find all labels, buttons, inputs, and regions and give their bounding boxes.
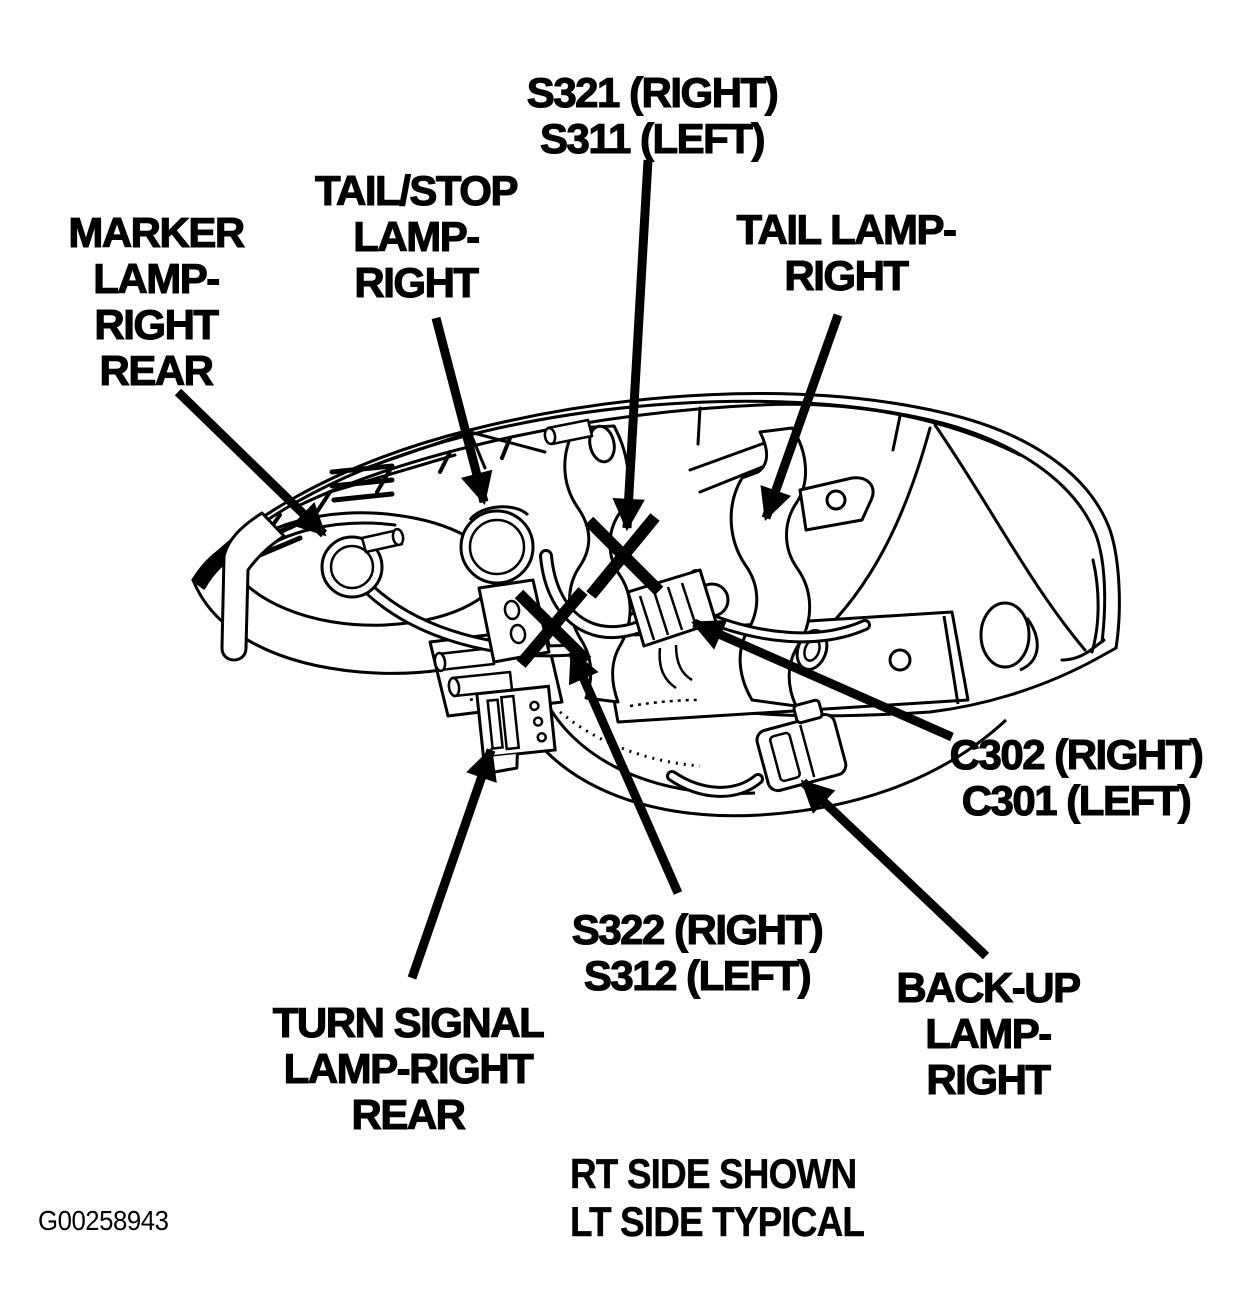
label-connector-c302: C302 (RIGHT) C301 (LEFT)	[949, 731, 1204, 824]
label-backup-lamp: BACK-UP LAMP- RIGHT	[896, 964, 1082, 1103]
label-tail-stop-lamp: TAIL/STOP LAMP- RIGHT	[314, 167, 519, 306]
label-line: S311 (LEFT)	[539, 115, 766, 162]
label-line: MARKER	[68, 209, 246, 256]
side-note-line: LT SIDE TYPICAL	[570, 1198, 865, 1245]
label-tail-lamp: TAIL LAMP- RIGHT	[736, 206, 958, 299]
label-line: RIGHT	[926, 1056, 1052, 1103]
marker-socket	[320, 527, 405, 599]
label-line: C302 (RIGHT)	[949, 731, 1204, 778]
label-line: TURN SIGNAL	[272, 999, 545, 1046]
label-line: LAMP-RIGHT	[283, 1045, 534, 1092]
leader-arrow-splice-s321	[612, 159, 653, 532]
label-marker-lamp: MARKER LAMP- RIGHT REAR	[68, 209, 246, 394]
label-line: RIGHT	[784, 252, 910, 299]
label-line: TAIL/STOP	[314, 167, 519, 214]
label-line: LAMP-	[925, 1010, 1053, 1057]
label-line: RIGHT	[94, 301, 220, 348]
label-splice-s322: S322 (RIGHT) S312 (LEFT)	[571, 906, 824, 999]
leader-arrow-backup-lamp	[799, 778, 990, 960]
turn-signal-connector	[475, 684, 557, 775]
side-note: RT SIDE SHOWN LT SIDE TYPICAL	[570, 1150, 865, 1246]
label-line: S312 (LEFT)	[583, 952, 812, 999]
side-note-line: RT SIDE SHOWN	[570, 1150, 858, 1197]
leader-arrow-tail-stop-lamp	[431, 316, 493, 506]
label-line: TAIL LAMP-	[736, 206, 958, 253]
figure-id: G00258943	[38, 1205, 169, 1236]
leader-arrow-turn-signal-lamp	[407, 746, 497, 980]
label-line: REAR	[99, 347, 215, 394]
label-line: LAMP-	[353, 213, 481, 260]
leader-arrow-splice-s322	[567, 649, 683, 895]
label-line: REAR	[351, 1091, 467, 1138]
leader-arrow-connector-c302	[691, 618, 954, 742]
leader-arrows	[174, 159, 990, 980]
mounting-rod	[220, 511, 286, 662]
label-splice-s321: S321 (RIGHT) S311 (LEFT)	[526, 69, 779, 162]
label-turn-signal-lamp: TURN SIGNAL LAMP-RIGHT REAR	[272, 999, 545, 1138]
label-line: S322 (RIGHT)	[571, 906, 824, 953]
leader-arrow-tail-lamp	[760, 313, 843, 522]
label-line: RIGHT	[354, 259, 480, 306]
label-line: BACK-UP	[896, 964, 1082, 1011]
leader-arrow-marker-lamp	[174, 388, 328, 538]
label-line: C301 (LEFT)	[961, 777, 1192, 824]
label-line: S321 (RIGHT)	[526, 69, 779, 116]
label-line: LAMP-	[93, 255, 221, 302]
